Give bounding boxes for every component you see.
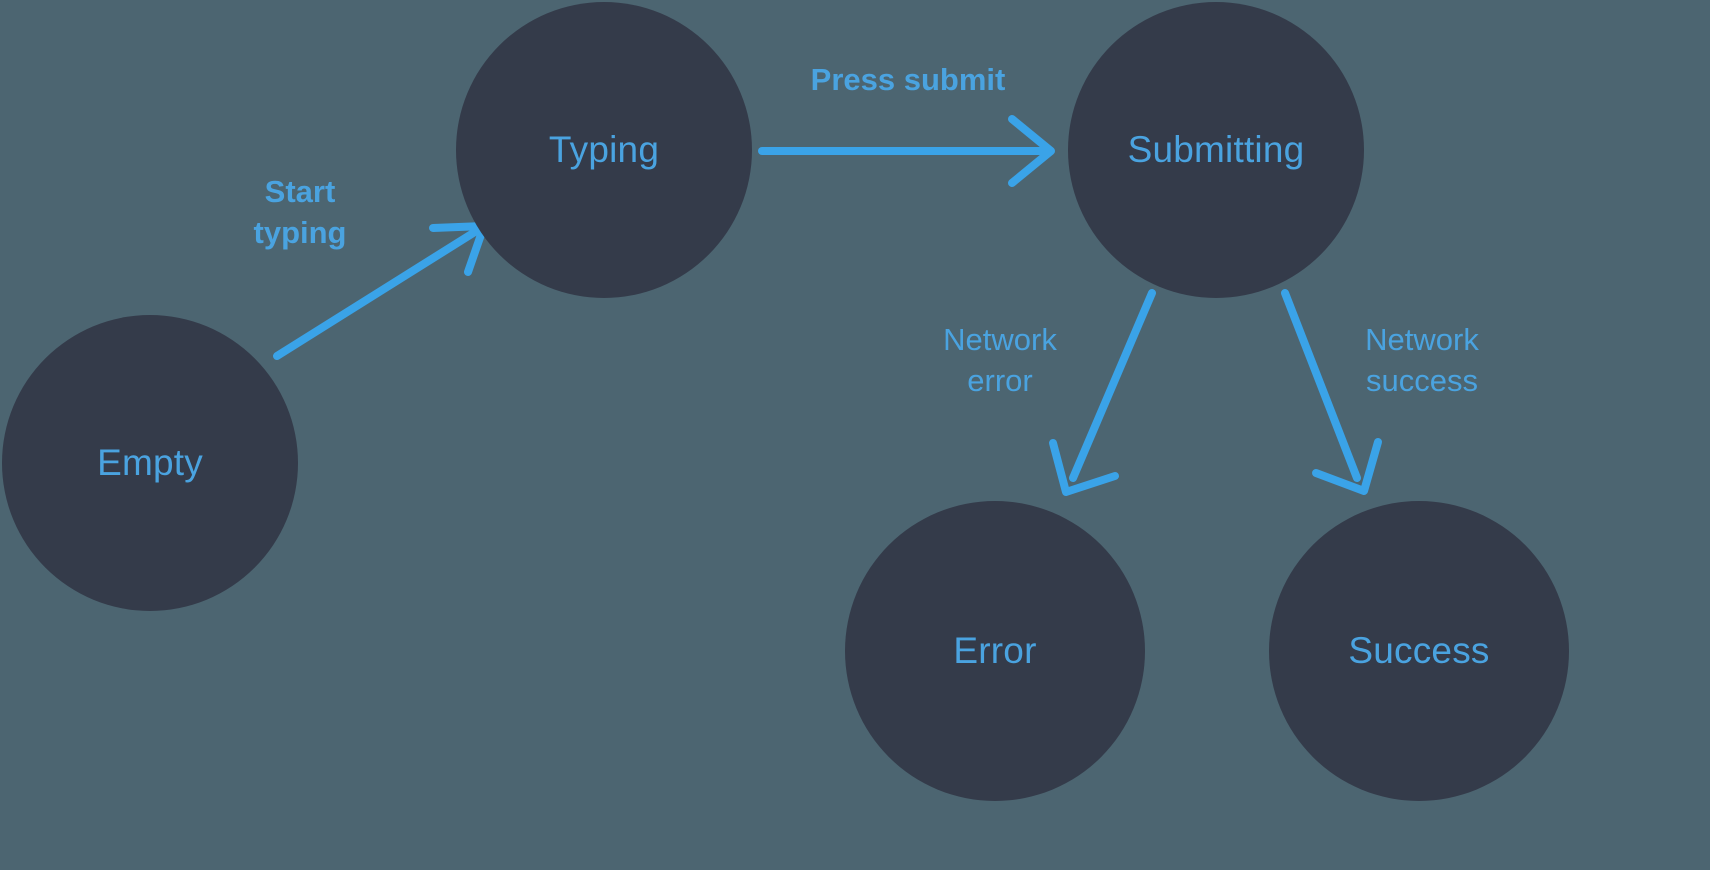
state-label-empty: Empty <box>97 442 203 483</box>
transition-label-network-success: Network success <box>1365 322 1479 398</box>
state-label-typing: Typing <box>548 129 660 170</box>
state-node-submitting[interactable]: Submitting <box>1068 2 1364 298</box>
transition-label-start-typing: Start typing <box>253 174 347 250</box>
state-label-submitting: Submitting <box>1127 129 1305 170</box>
arrow-press-submit <box>758 115 1055 187</box>
state-label-success: Success <box>1348 630 1490 671</box>
state-node-empty[interactable]: Empty <box>2 315 298 611</box>
state-label-error: Error <box>953 630 1037 671</box>
arrow-network-error <box>1049 289 1156 496</box>
state-node-typing[interactable]: Typing <box>456 2 752 298</box>
transition-label-network-error: Network error <box>943 322 1057 398</box>
transition-label-press-submit: Press submit <box>810 62 1006 97</box>
state-node-error[interactable]: Error <box>845 501 1145 801</box>
arrow-network-success <box>1281 289 1382 495</box>
state-node-success[interactable]: Success <box>1269 501 1569 801</box>
